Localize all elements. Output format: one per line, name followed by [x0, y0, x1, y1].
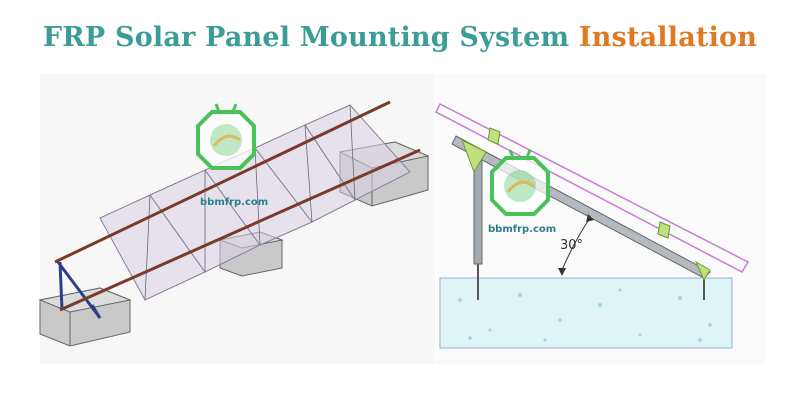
angle-arrow-bottom [558, 268, 566, 276]
mounting-rails [54, 100, 421, 312]
angle-arc [561, 217, 591, 271]
concrete-speckles [458, 288, 712, 342]
watermark-logo-left [196, 103, 256, 170]
watermark-text-left: bbmfrp.com [200, 197, 268, 208]
watermark-text-right: bbmfrp.com [488, 224, 556, 235]
solar-panel-profile [434, 102, 750, 273]
title-accent: Installation [578, 22, 758, 53]
front-support-frame [56, 261, 102, 319]
title-main: FRP Solar Panel Mounting System [42, 22, 570, 53]
page-title: FRP Solar Panel Mounting System Installa… [0, 22, 800, 53]
concrete-base [439, 277, 733, 349]
angle-arrow-top [586, 214, 594, 222]
tilt-angle-label: 30° [560, 238, 583, 253]
mounting-brackets [461, 127, 711, 282]
watermark-logo-right [490, 149, 550, 216]
sloped-rafter [451, 135, 711, 279]
